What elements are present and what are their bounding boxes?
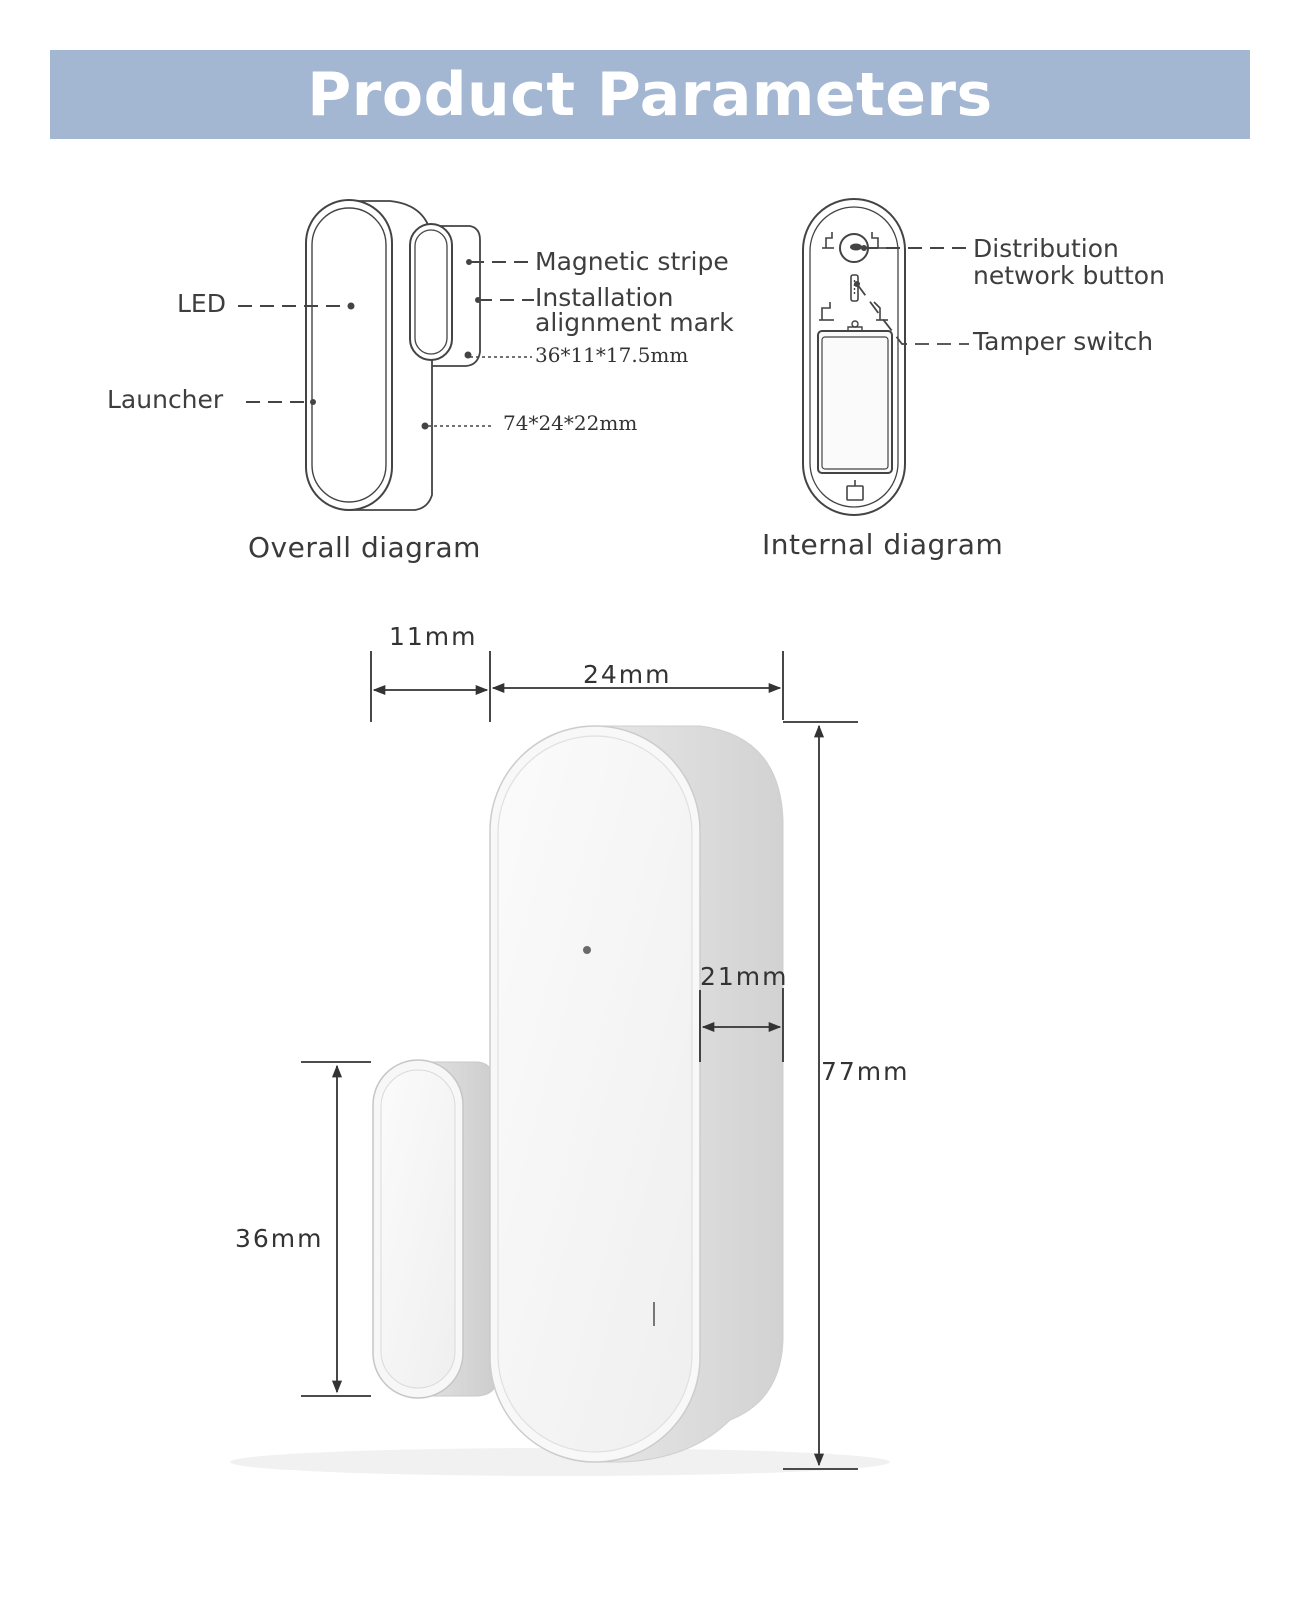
overall-diagram [305, 199, 481, 511]
depth-label: 21mm [700, 962, 789, 991]
distribution-label-line2: network button [973, 261, 1165, 290]
installation-label-line1: Installation [535, 283, 674, 312]
overall-leaders [238, 259, 534, 430]
overall-diagram-caption: Overall diagram [248, 531, 481, 564]
internal-diagram [802, 198, 906, 516]
page-title: Product Parameters [307, 59, 993, 130]
magnet-height-label: 36mm [235, 1224, 324, 1253]
dimension-lines [301, 651, 858, 1470]
distribution-label-line1: Distribution [973, 234, 1119, 263]
header-banner: Product Parameters [50, 50, 1250, 139]
magnet-width-label: 11mm [389, 622, 478, 651]
height-label: 77mm [821, 1057, 910, 1086]
product-render [230, 725, 890, 1476]
installation-label-line2: alignment mark [535, 308, 734, 337]
tamper-switch-label: Tamper switch [973, 327, 1154, 356]
launcher-label: Launcher [107, 385, 224, 414]
sensor-size-label: 74*24*22mm [503, 411, 638, 435]
magnet-size-label: 36*11*17.5mm [535, 343, 689, 367]
led-label: LED [177, 289, 226, 318]
sensor-width-label: 24mm [583, 660, 672, 689]
magnetic-stripe-label: Magnetic stripe [535, 247, 729, 276]
internal-leaders [854, 245, 969, 345]
internal-diagram-caption: Internal diagram [762, 528, 1004, 561]
